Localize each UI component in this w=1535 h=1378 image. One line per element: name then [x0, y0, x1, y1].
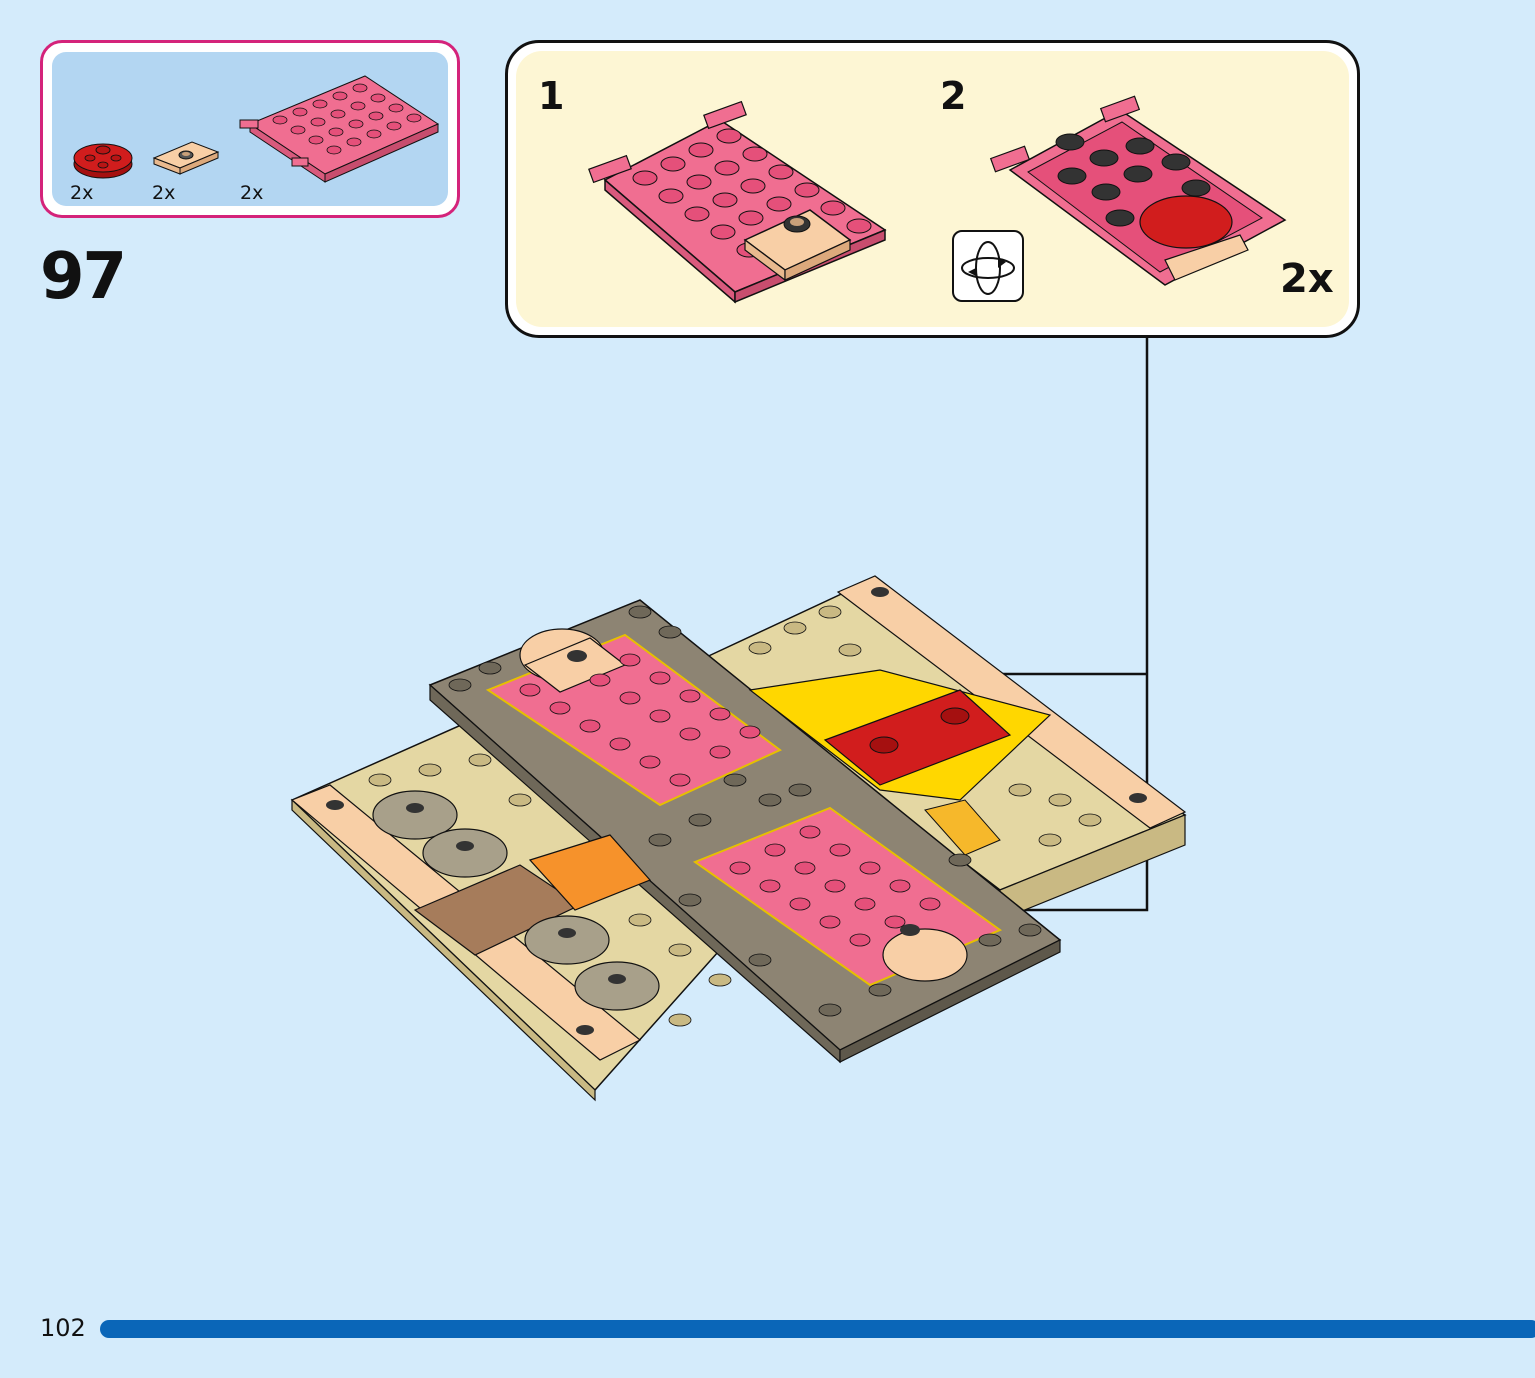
sub-step-1-number: 1 [538, 74, 565, 118]
sub-step-2-illustration [989, 95, 1287, 286]
tan-jumper-plate-image [152, 141, 220, 175]
parts-list-box: 2x 2x 2x [40, 40, 460, 218]
sub-step-1-illustration [588, 100, 887, 304]
step-number: 97 [40, 240, 127, 314]
page-number: 102 [40, 1314, 86, 1342]
pink-clip-plate-quantity: 2x [240, 182, 264, 204]
sub-assembly-multiplier: 2x [1280, 256, 1334, 302]
sub-step-2-number: 2 [940, 74, 967, 118]
pink-clip-plate-image [239, 75, 440, 183]
red-round-plate-image [73, 143, 133, 179]
rotate-icon [952, 230, 1024, 302]
tan-jumper-plate-quantity: 2x [152, 182, 176, 204]
parts-list-background: 2x 2x 2x [52, 52, 448, 206]
red-round-plate-quantity: 2x [70, 182, 94, 204]
progress-bar [100, 1320, 1535, 1338]
